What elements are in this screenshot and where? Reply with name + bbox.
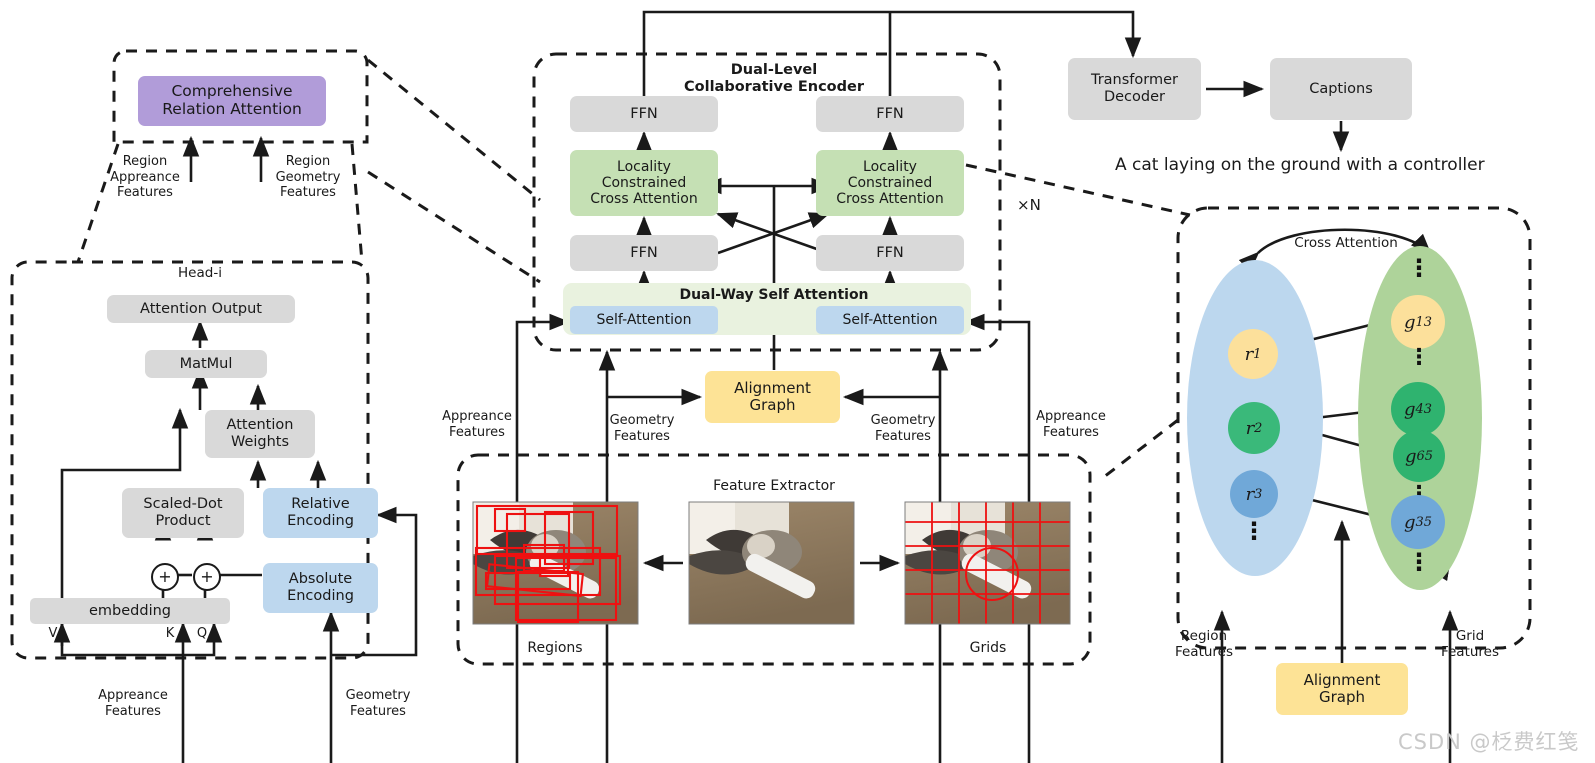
ffn-top-left-box[interactable]: FFN [570,96,718,132]
left-appearance-features-label: Appreance Features [98,688,168,719]
grid-node-g35-base: g [1403,511,1416,533]
grid-nodes-ellipsis-top: ⋮ [1407,254,1431,282]
grid-node-g65-base: g [1404,445,1417,467]
cross-attention-label: Cross Attention [1294,235,1398,251]
ffn-top-left-label: FFN [630,105,658,122]
regions-label: Regions [527,640,583,656]
locality-right-label: Locality Constrained Cross Attention [836,158,944,208]
comprehensive-relation-attention-label: Comprehensive Relation Attention [162,82,302,118]
attention-weights-box[interactable]: Attention Weights [205,410,315,458]
comprehensive-relation-attention-box[interactable]: Comprehensive Relation Attention [138,76,326,126]
plus-sign-right: + [200,567,214,586]
ffn-mid-right-label: FFN [876,244,904,261]
self-attention-left-label: Self-Attention [596,311,692,328]
grid-node-g43-base: g [1403,398,1416,420]
grid-nodes-ellipsis-bottom: ⋮ [1407,548,1431,576]
region-node-r1-base: r [1244,343,1254,365]
region-node-r1-sub: 1 [1253,346,1262,362]
repeat-n-label: ×N [1017,196,1041,214]
captions-label: Captions [1309,80,1373,97]
dual-way-self-attention-title: Dual-Way Self Attention [679,287,869,303]
csdn-watermark: CSDN @柉费红笺 [1398,730,1580,754]
ffn-mid-left-box[interactable]: FFN [570,235,718,271]
grid-features-label: Grid Features [1440,628,1500,661]
caption-text: A cat laying on the ground with a contro… [1115,155,1485,175]
scaled-dot-product-box[interactable]: Scaled-Dot Product [122,488,244,538]
locality-constrained-cross-attention-left-box[interactable]: Locality Constrained Cross Attention [570,150,718,216]
locality-left-label: Locality Constrained Cross Attention [590,158,698,208]
dual-level-collaborative-encoder-title: Dual-Level Collaborative Encoder [684,62,864,96]
ffn-top-right-box[interactable]: FFN [816,96,964,132]
grid-node-g13-sub: 13 [1415,314,1432,330]
absolute-encoding-label: Absolute Encoding [287,571,354,604]
encoder-geometry-features-right-label: Geometry Features [870,413,936,444]
relative-encoding-box[interactable]: Relative Encoding [263,488,378,538]
locality-constrained-cross-attention-right-box[interactable]: Locality Constrained Cross Attention [816,150,964,216]
v-label: V [48,626,58,641]
grid-node-g65-sub: 65 [1416,448,1433,464]
ffn-top-right-label: FFN [876,105,904,122]
scaled-dot-product-label: Scaled-Dot Product [143,496,223,529]
plus-sign-left: + [158,567,172,586]
alignment-graph-box-center[interactable]: Alignment Graph [705,371,840,423]
q-label: Q [196,626,208,641]
plus-circle-right: + [193,563,221,591]
self-attention-right-label: Self-Attention [842,311,938,328]
absolute-encoding-box[interactable]: Absolute Encoding [263,563,378,613]
grid-node-g43-sub: 43 [1415,401,1432,417]
encoder-appearance-features-left-label: Appreance Features [442,409,512,440]
ffn-mid-left-label: FFN [630,244,658,261]
alignment-graph-right-label: Alignment Graph [1303,670,1381,706]
encoder-geometry-features-left-label: Geometry Features [609,413,675,444]
embedding-label: embedding [88,602,171,619]
encoder-appearance-features-right-label: Appreance Features [1036,409,1106,440]
region-nodes-ellipsis: ⋮ [1242,517,1266,545]
ffn-mid-right-box[interactable]: FFN [816,235,964,271]
region-node-r3-base: r [1245,483,1255,505]
matmul-box[interactable]: MatMul [145,350,267,378]
self-attention-right-box[interactable]: Self-Attention [816,306,964,334]
k-label: K [165,626,175,641]
alignment-graph-box-right[interactable]: Alignment Graph [1276,663,1408,715]
plus-circle-left: + [151,563,179,591]
left-geometry-features-label: Geometry Features [345,688,411,719]
alignment-graph-center-label: Alignment Graph [734,378,811,414]
attention-output-label: Attention Output [140,300,262,317]
transformer-decoder-box[interactable]: Transformer Decoder [1068,58,1201,120]
region-appearance-features-label: Region Appreance Features [110,154,180,201]
region-geometry-features-label: Region Geometry Features [275,154,341,201]
grids-label: Grids [969,640,1007,656]
attention-output-box[interactable]: Attention Output [107,295,295,323]
region-node-r2-sub: 2 [1254,420,1263,436]
matmul-label: MatMul [179,355,233,372]
captions-box[interactable]: Captions [1270,58,1412,120]
region-features-label: Region Features [1174,628,1234,661]
embedding-box[interactable]: embedding [30,598,230,624]
relative-encoding-label: Relative Encoding [287,496,354,529]
feature-extractor-title: Feature Extractor [713,478,835,494]
self-attention-left-box[interactable]: Self-Attention [570,306,718,334]
grid-nodes-ellipsis-1: ⋮ [1408,345,1430,370]
head-i-label: Head-i [178,265,222,281]
region-node-r3-sub: 3 [1254,486,1263,502]
feature-extractor-images [472,501,1071,625]
grid-node-g35-sub: 35 [1415,514,1432,530]
transformer-decoder-label: Transformer Decoder [1090,72,1178,105]
grid-node-g13-base: g [1403,311,1416,333]
region-node-r2-base: r [1245,417,1255,439]
attention-weights-label: Attention Weights [226,417,294,450]
